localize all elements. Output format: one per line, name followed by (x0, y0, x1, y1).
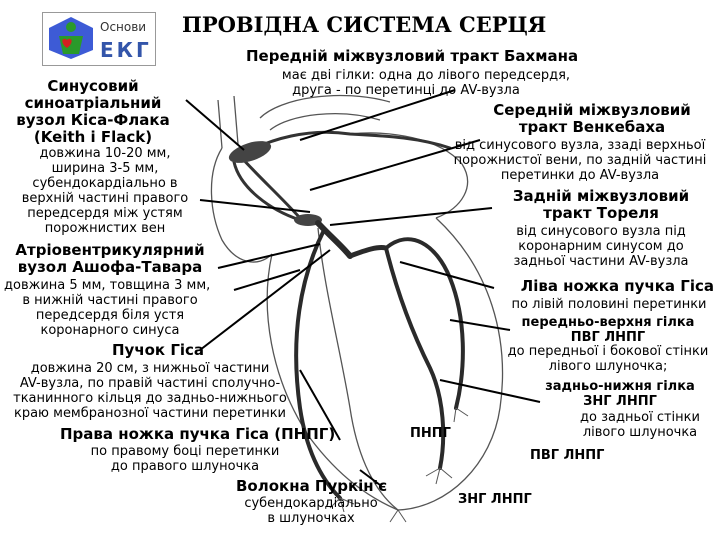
diagram-label-zng: ЗНГ ЛНПГ (458, 492, 532, 507)
wenckebach-tract-name-1: Середній міжвузловий (493, 101, 691, 119)
sa-node-name-1: Синусовий (47, 77, 139, 95)
anterior-fascicle-desc-1: до передньої і бокової стінки (507, 344, 709, 359)
bachmann-tract-desc-2: друга - по перетинці до AV-вузла (292, 83, 520, 98)
sa-node-name-2: синоатріальний (24, 94, 162, 112)
bachmann-tract-name: Передній міжвузловий тракт Бахмана (246, 47, 579, 65)
right-bundle-desc-1: по правому боці перетинки (90, 444, 280, 459)
sa-node-desc-3: субендокардіально в (32, 176, 178, 191)
right-bundle-branch (294, 228, 342, 500)
aorta-outline (259, 94, 391, 131)
wenckebach-desc-2: порожнистої вени, по задній частині (453, 153, 707, 168)
thorel-desc-3: задньої частини AV-вузла (513, 254, 689, 269)
left-anterior-fascicle (384, 237, 465, 410)
his-bundle-desc-1: довжина 20 см, з нижньої частини (30, 361, 270, 376)
thorel-desc-1: від синусового вузла під (516, 224, 686, 239)
posterior-fascicle-name-2: ЗНГ ЛНПГ (583, 394, 657, 409)
anterior-fascicle-desc-2: лівого шлуночка; (548, 359, 668, 374)
left-ventricle-outline (397, 217, 504, 511)
av-node-desc-3: передсердя біля устя (35, 308, 185, 323)
his-bundle-path (315, 220, 353, 259)
superior-vena-cava-outline (217, 95, 239, 149)
left-bundle-name: Ліва ножка пучка Гіса (520, 277, 714, 295)
sa-node-name-3: вузол Кіса-Флака (16, 111, 170, 129)
av-node-desc-1: довжина 5 мм, товщина 3 мм, (4, 278, 211, 293)
sa-node-desc-4: верхній частині правого (21, 191, 189, 206)
his-bundle-desc-4: краю мембранозної частини перетинки (13, 406, 287, 421)
heart-diagram (210, 94, 504, 523)
thorel-tract-name-1: Задній міжвузловий (512, 187, 690, 205)
thorel-tract (232, 160, 302, 222)
his-bundle-desc-3: тканинного кільця до задньо-нижнього (13, 391, 287, 406)
wenckebach-tract-name-2: тракт Венкебаха (518, 118, 666, 136)
posterior-fascicle-desc-2: лівого шлуночка (582, 425, 698, 440)
av-node-desc-4: коронарного синуса (40, 323, 180, 338)
bachmann-tract-desc-1: має дві гілки: одна до лівого передсердя… (281, 68, 571, 83)
right-bundle-desc-2: до правого шлуночка (110, 459, 260, 474)
thorel-desc-2: коронарним синусом до (518, 239, 684, 254)
sa-node-desc-5: передсердя між устям (27, 206, 183, 221)
wenckebach-tract (238, 154, 302, 220)
purkinje-fibres (329, 407, 469, 523)
his-bundle-name: Пучок Гіса (112, 341, 205, 359)
left-atrium-outline (349, 132, 469, 219)
posterior-fascicle-name-1: задньо-нижня гілка (545, 379, 695, 394)
purkinje-desc-2: в шлуночках (267, 511, 355, 526)
sa-node-desc-6: порожнистих вен (44, 221, 166, 236)
bachmann-tract (238, 130, 452, 158)
right-atrium-outline (210, 147, 273, 263)
sa-node-desc-2: ширина 3-5 мм, (51, 161, 159, 176)
right-bundle-name: Права ножка пучка Гіса (ПНПГ) (60, 425, 336, 443)
diagram-label-pvg: ПВГ ЛНПГ (530, 448, 605, 463)
heart-person-icon (49, 17, 93, 59)
his-bundle-desc-2: AV-вузла, по правій частині сполучно- (19, 376, 281, 391)
diagram-label-pnpg: ПНПГ (410, 426, 451, 441)
logo: Основи ЕКГ (42, 12, 156, 66)
av-node-name-2: вузол Ашофа-Тавара (17, 258, 203, 276)
purkinje-desc-1: субендокардіально (244, 496, 378, 511)
anterior-fascicle-name-2: ПВГ ЛНПГ (570, 330, 646, 345)
anterior-fascicle-name-1: передньо-верхня гілка (521, 315, 695, 330)
sa-node-desc-1: довжина 10-20 мм, (39, 146, 171, 161)
wenckebach-desc-1: від синусового вузла, ззаді верхньої (454, 138, 706, 153)
logo-text-line2: ЕКГ (100, 38, 152, 62)
left-bundle-desc: по лівій половині перетинки (511, 297, 707, 312)
av-node-name-1: Атріовентрикулярний (15, 241, 205, 259)
left-bundle-branch (347, 245, 389, 259)
left-posterior-fascicle (384, 246, 446, 470)
sa-node-name-4: (Keith і Flack) (33, 128, 153, 146)
posterior-fascicle-desc-1: до задньої стінки (580, 410, 700, 425)
sa-node (228, 141, 272, 163)
thorel-tract-name-2: тракт Тореля (543, 204, 659, 222)
logo-text-line1: Основи (100, 20, 147, 34)
wenckebach-desc-3: перетинки до AV-вузла (500, 168, 660, 183)
page-title: ПРОВІДНА СИСТЕМА СЕРЦЯ (182, 12, 547, 37)
av-node-desc-2: в нижній частині правого (22, 293, 198, 308)
purkinje-name: Волокна Пуркін'є (236, 477, 388, 495)
